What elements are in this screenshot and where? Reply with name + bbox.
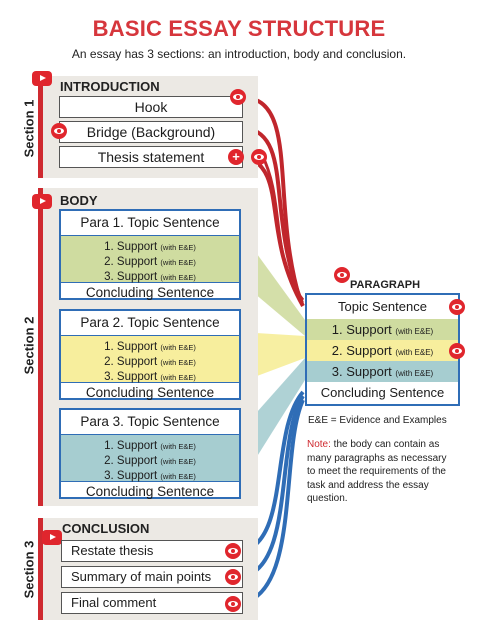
- eye-icon[interactable]: [449, 299, 465, 315]
- section-2-label: Section 2: [21, 316, 37, 375]
- note-text: Note: the body can contain as many parag…: [307, 438, 457, 506]
- paragraph-heading: PARAGRAPH: [350, 279, 421, 291]
- para-3-support-1: 1. Support: [104, 440, 158, 452]
- paragraph-support-1-row: 1. Support (with E&E): [307, 319, 458, 340]
- para-1-concluding: Concluding Sentence: [85, 285, 215, 300]
- para-1-support-3: 3. Support: [104, 271, 158, 283]
- paragraph-support-2-row: 2. Support (with E&E): [307, 340, 458, 361]
- para-1-topic: Para 1. Topic Sentence: [61, 211, 239, 236]
- paragraph-support-3-row: 3. Support (with E&E): [307, 361, 458, 382]
- intro-thesis: Thesis statement: [59, 146, 243, 168]
- eye-icon[interactable]: [51, 123, 67, 139]
- para-2-topic: Para 2. Topic Sentence: [61, 311, 239, 336]
- conclusion-heading: CONCLUSION: [62, 521, 150, 536]
- conclusion-restate: Restate thesis: [61, 540, 243, 562]
- conclusion-final: Final comment: [61, 592, 243, 614]
- eye-icon[interactable]: [251, 149, 267, 165]
- para-2-support-1: 1. Support: [104, 341, 158, 353]
- eye-icon[interactable]: [225, 569, 241, 585]
- intro-redbar: [38, 76, 43, 178]
- para-1-support-2: 2. Support: [104, 256, 158, 268]
- para-3-support-3: 3. Support: [104, 470, 158, 482]
- eye-icon[interactable]: [225, 543, 241, 559]
- paragraph-topic: Topic Sentence: [338, 299, 427, 314]
- body-redbar: [38, 188, 43, 506]
- eye-icon[interactable]: [449, 343, 465, 359]
- conclusion-ribbon-3: [242, 399, 305, 605]
- note-body: the body can contain as many paragraphs …: [307, 439, 447, 504]
- para-2-support-3: 3. Support: [104, 371, 158, 383]
- eye-icon[interactable]: [225, 596, 241, 612]
- body-para-3: Para 3. Topic Sentence 1. Support (with …: [59, 408, 241, 499]
- paragraph-concluding: Concluding Sentence: [320, 385, 445, 400]
- para-2-supports: 1. Support (with E&E) 2. Support (with E…: [61, 336, 239, 383]
- page-title: BASIC ESSAY STRUCTURE: [92, 16, 386, 41]
- paragraph-support-1: 1. Support: [331, 322, 392, 337]
- body-para-2: Para 2. Topic Sentence 1. Support (with …: [59, 309, 241, 400]
- intro-hook: Hook: [59, 96, 243, 118]
- para-3-supports: 1. Support (with E&E) 2. Support (with E…: [61, 435, 239, 482]
- conclusion-summary: Summary of main points: [61, 566, 243, 588]
- para-3-support-2: 2. Support: [104, 455, 158, 467]
- body-heading: BODY: [60, 193, 98, 208]
- conclusion-redbar: [38, 518, 43, 620]
- para-1-supports: 1. Support (with E&E) 2. Support (with E…: [61, 236, 239, 283]
- para-3-concluding: Concluding Sentence: [85, 484, 215, 499]
- para-2-support-2: 2. Support: [104, 356, 158, 368]
- youtube-icon[interactable]: [32, 71, 52, 86]
- para-1-support-1: 1. Support: [104, 241, 158, 253]
- note-label: Note:: [307, 439, 331, 450]
- section-1-label: Section 1: [21, 99, 37, 158]
- eye-icon[interactable]: [230, 89, 246, 105]
- intro-bridge: Bridge (Background): [59, 121, 243, 143]
- section-3-label: Section 3: [21, 540, 37, 599]
- youtube-icon[interactable]: [32, 194, 52, 209]
- page-subtitle: An essay has 3 sections: an introduction…: [71, 47, 407, 61]
- paragraph-box: Topic Sentence 1. Support (with E&E) 2. …: [305, 293, 460, 406]
- paragraph-support-2: 2. Support: [331, 343, 392, 358]
- conclusion-ribbon-2: [242, 394, 305, 579]
- youtube-icon[interactable]: [42, 530, 62, 545]
- eye-icon[interactable]: [334, 267, 350, 283]
- intro-heading: INTRODUCTION: [60, 79, 160, 94]
- body-para-1: Para 1. Topic Sentence 1. Support (with …: [59, 209, 241, 300]
- intro-ribbon-bridge: [242, 125, 304, 304]
- para-2-concluding: Concluding Sentence: [85, 385, 215, 400]
- paragraph-support-3: 3. Support: [331, 364, 392, 379]
- legend-text: E&E = Evidence and Examples: [308, 415, 447, 426]
- plus-icon[interactable]: +: [228, 149, 244, 165]
- para-3-topic: Para 3. Topic Sentence: [61, 410, 239, 435]
